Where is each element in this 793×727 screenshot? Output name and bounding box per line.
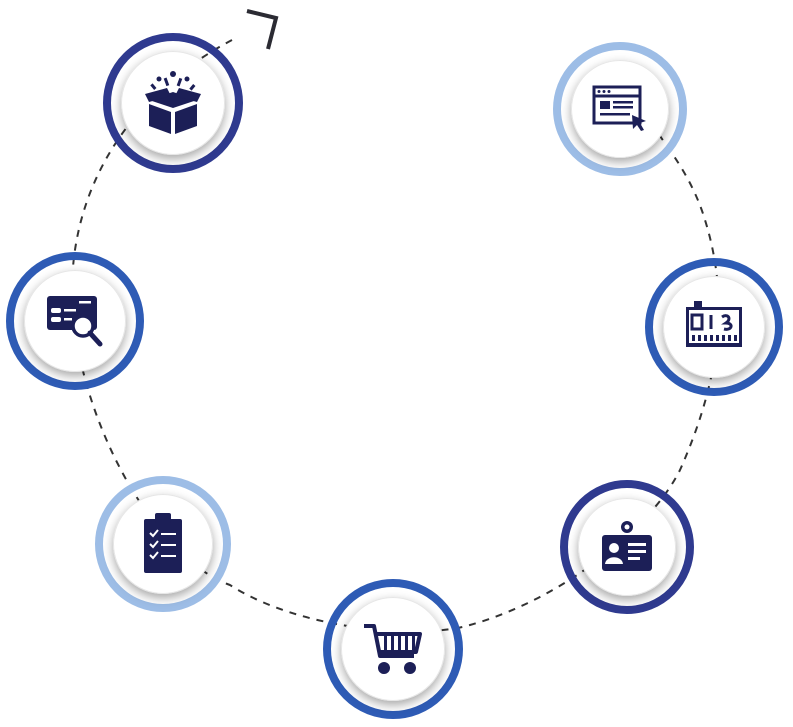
id-card-icon bbox=[602, 521, 652, 571]
clipboard-checklist-icon bbox=[144, 513, 182, 573]
counter-display-icon bbox=[686, 301, 742, 347]
node-counter-display bbox=[645, 258, 783, 396]
node-inner bbox=[663, 276, 765, 378]
shopping-cart-icon bbox=[364, 624, 422, 674]
node-browser-window bbox=[553, 42, 687, 176]
node-inner bbox=[571, 60, 669, 158]
arrowhead-icon bbox=[246, 9, 279, 50]
gift-box-icon bbox=[145, 71, 201, 134]
node-clipboard-checklist bbox=[95, 476, 231, 612]
card-search-icon bbox=[47, 296, 103, 347]
node-shopping-cart bbox=[323, 579, 463, 719]
node-card-search bbox=[6, 252, 144, 390]
browser-window-icon bbox=[592, 85, 646, 131]
node-id-card bbox=[560, 480, 694, 614]
node-gift-box bbox=[103, 33, 243, 173]
